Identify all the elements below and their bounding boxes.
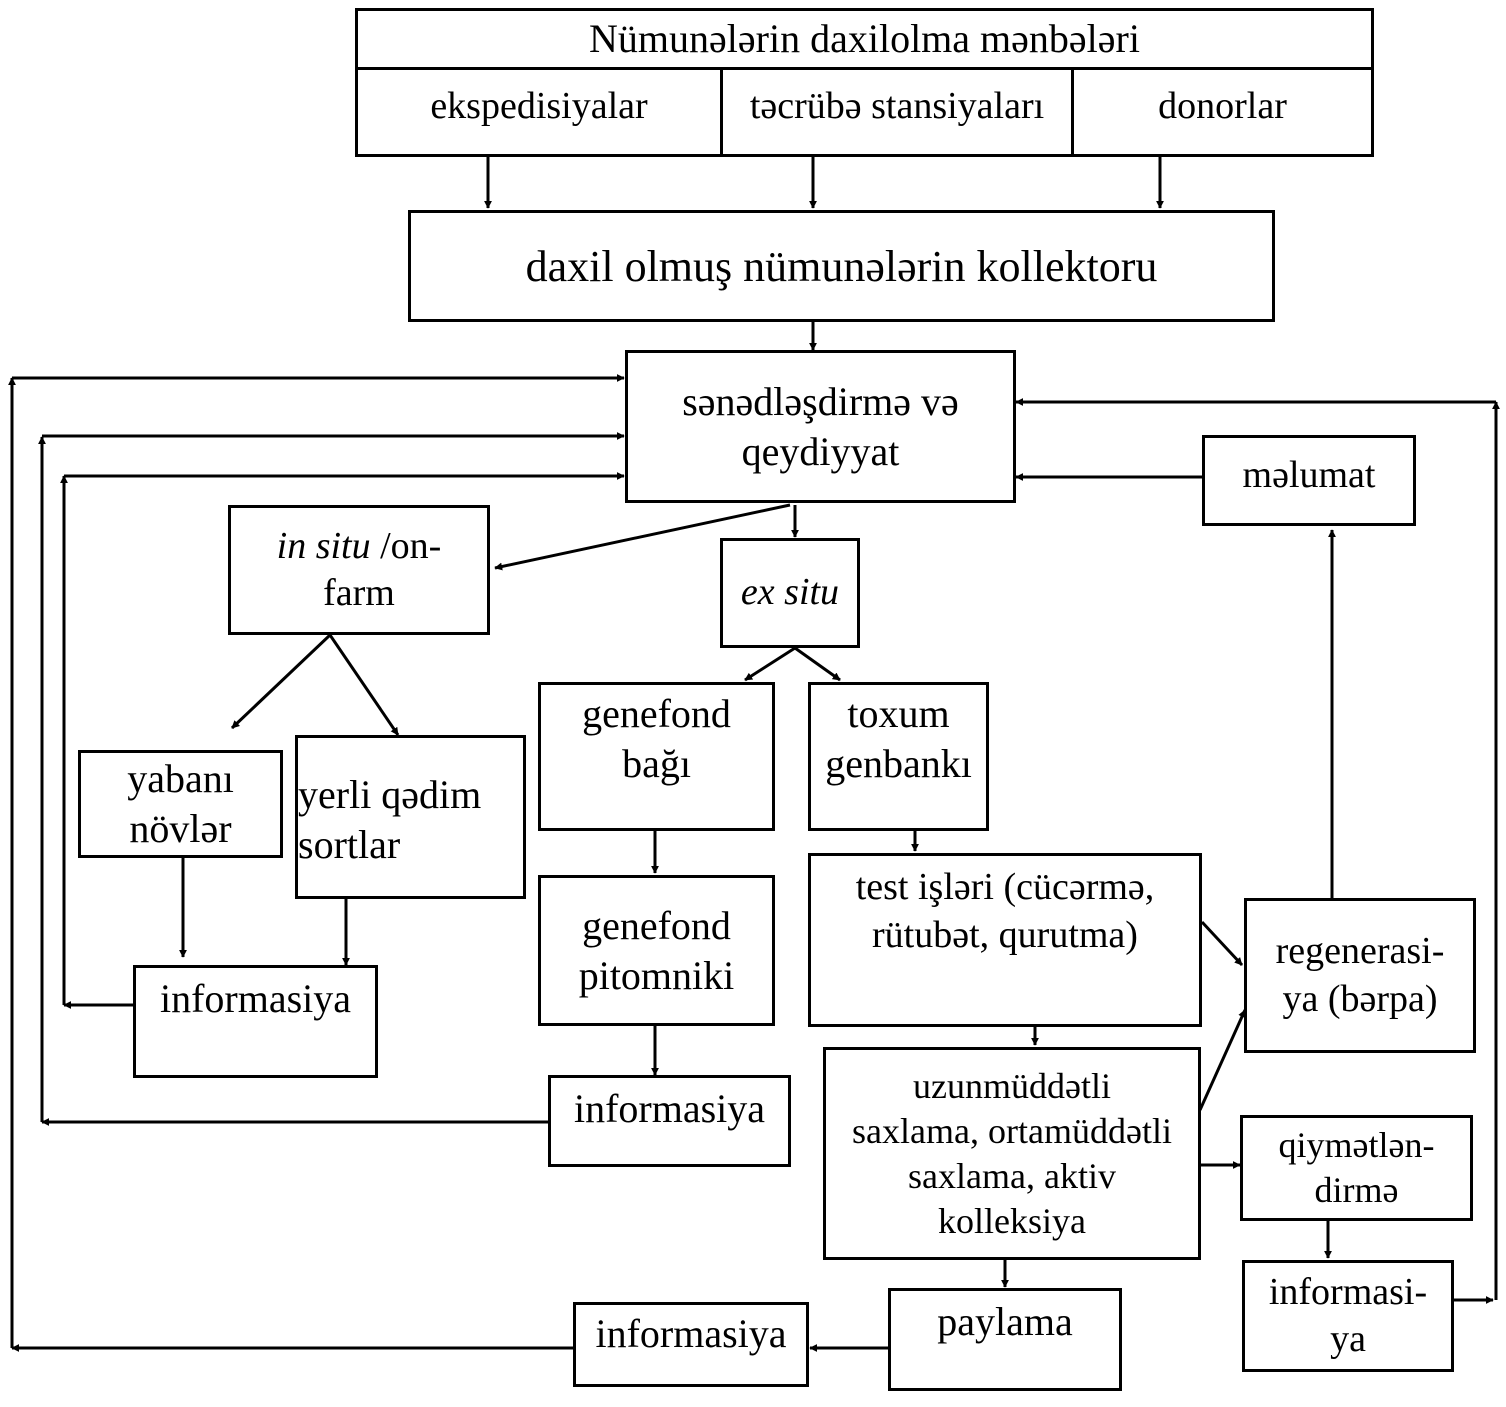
registration-box: sənədləşdirmə və qeydiyyat (625, 350, 1016, 503)
seed-bank-line2: genbankı (825, 741, 972, 786)
local-varieties-box: yerli qədim sortlar (295, 735, 526, 899)
genefond-pitomnik-line1: genefond (582, 902, 731, 948)
info-left-box: informasiya (133, 965, 378, 1078)
storage-box: uzunmüddətli saxlama, ortamüddətli saxla… (823, 1047, 1201, 1260)
evaluation-box: qiymətlən- dirmə (1240, 1115, 1473, 1221)
wild-line1: yabanı (127, 756, 234, 801)
local-line2: sortlar (298, 822, 401, 867)
sources-header: Nümunələrin daxilolma mənbələri (355, 8, 1374, 70)
regeneration-line2: ya (bərpa) (1282, 977, 1438, 1020)
storage-line4: kolleksiya (938, 1200, 1086, 1241)
genefond-bagi-line1: genefond (582, 691, 731, 736)
storage-line2: saxlama, ortamüddətli (852, 1110, 1172, 1151)
distribution-box: paylama (888, 1288, 1122, 1391)
seed-bank-line1: toxum (847, 691, 950, 736)
regeneration-line1: regenerasi- (1275, 930, 1445, 972)
genefond-pitomnik-line2: pitomniki (578, 952, 735, 998)
source-expeditions: ekspedisiyalar (355, 67, 723, 157)
storage-line3: saxlama, aktiv (908, 1155, 1116, 1196)
source-experimental-stations: təcrübə stansiyaları (720, 67, 1074, 157)
ex-situ-box: ex situ (720, 538, 860, 648)
wild-species-box: yabanı növlər (78, 750, 283, 858)
melumat-box: məlumat (1202, 435, 1416, 526)
info-right-line1: informasi- (1268, 1270, 1428, 1313)
test-works-box: test işləri (cücərmə, rütubət, qurutma) (808, 853, 1202, 1027)
in-situ-rest: /on- (370, 524, 442, 567)
wild-line2: növlər (129, 806, 232, 851)
test-line1: test işləri (cücərmə, (855, 866, 1155, 908)
evaluation-line2: dirmə (1314, 1170, 1399, 1210)
test-line2: rütubət, qurutma) (872, 913, 1138, 956)
in-situ-line2: farm (323, 572, 395, 614)
info-right-line2: ya (1330, 1318, 1366, 1360)
genefond-nursery-box: genefond pitomniki (538, 875, 775, 1026)
regeneration-box: regenerasi- ya (bərpa) (1244, 898, 1476, 1053)
info-mid-box: informasiya (548, 1075, 791, 1167)
storage-line1: uzunmüddətli (913, 1065, 1111, 1106)
in-situ-box: in situ /on- farm (228, 505, 490, 635)
local-line1: yerli qədim (298, 772, 482, 817)
registration-line1: sənədləşdirmə və (682, 378, 959, 424)
source-donors: donorlar (1071, 67, 1374, 157)
genefond-bagi-line2: bağı (622, 741, 691, 786)
in-situ-italic: in situ (276, 524, 371, 567)
registration-line2: qeydiyyat (741, 428, 900, 474)
seed-genebank-box: toxum genbankı (808, 682, 989, 831)
genefond-garden-box: genefond bağı (538, 682, 775, 831)
collector-box: daxil olmuş nümunələrin kollektoru (408, 210, 1275, 322)
info-bottom-box: informasiya (573, 1302, 809, 1387)
evaluation-line1: qiymətlən- (1278, 1125, 1435, 1165)
info-right-box: informasi- ya (1242, 1260, 1454, 1372)
